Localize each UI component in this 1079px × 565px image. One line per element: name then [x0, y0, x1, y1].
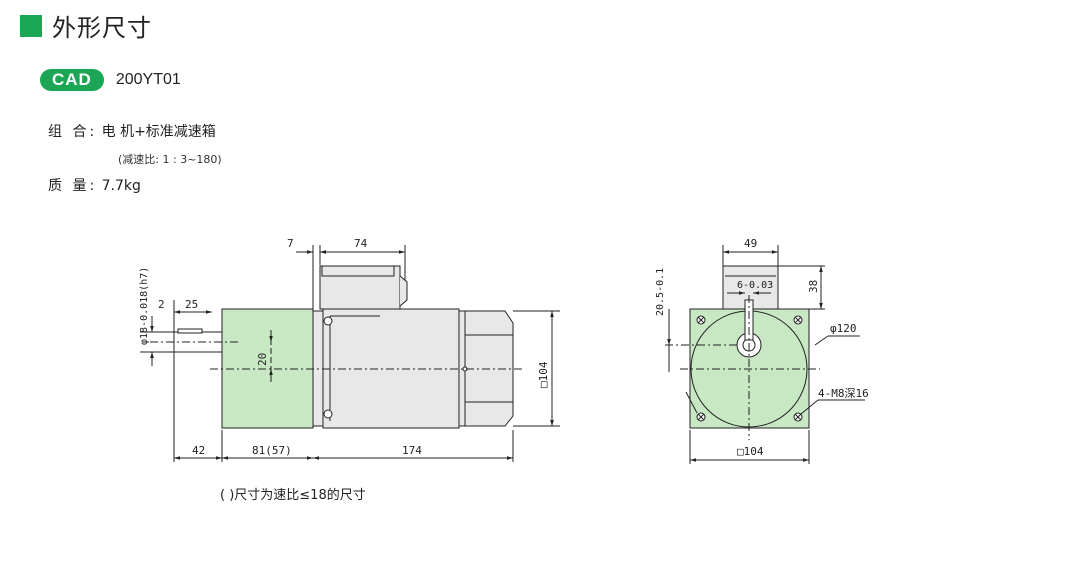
dim-2: 2 — [158, 298, 165, 311]
dim-174: 174 — [402, 444, 422, 457]
ratio-note: (减速比: 1 : 3~180) — [118, 153, 222, 166]
spec-combination: 组 合: 电 机+标准减速箱 — [48, 121, 216, 141]
front-view-labels: 49 6-0.03 38 20.5-0.1 φ120 4-M8深16 □104 — [655, 237, 869, 458]
combination-value: 电 机+标准减速箱 — [101, 124, 216, 140]
dim-20-5: 20.5-0.1 — [655, 268, 666, 316]
side-view-labels: 7 74 2 25 φ18-0.018(h7) 20 □104 42 81(57… — [139, 237, 550, 457]
dim-104-front: □104 — [737, 445, 764, 458]
section-title: 外形尺寸 — [52, 14, 152, 42]
spec-mass: 质 量: 7.7kg — [48, 175, 141, 195]
section-header: 外形尺寸 — [20, 8, 152, 43]
model-number: 200YT01 — [115, 71, 181, 88]
dim-104-side: □104 — [537, 361, 550, 388]
dim-120: φ120 — [830, 322, 857, 335]
dim-42: 42 — [192, 444, 205, 457]
mounting-holes — [696, 315, 803, 422]
mass-label: 质 量: — [48, 178, 98, 194]
dim-key: 6-0.03 — [737, 280, 773, 291]
cad-download-button[interactable]: CAD — [40, 69, 104, 91]
front-view — [665, 245, 865, 464]
dim-49: 49 — [744, 237, 757, 250]
dim-7: 7 — [287, 237, 294, 250]
cad-row: CAD 200YT01 — [40, 69, 181, 91]
dim-20: 20 — [256, 353, 269, 366]
dim-mount-holes: 4-M8深16 — [818, 387, 869, 400]
combination-label: 组 合: — [48, 124, 98, 140]
section-marker-icon — [20, 14, 42, 37]
dim-38: 38 — [807, 280, 820, 293]
dim-74: 74 — [354, 237, 368, 250]
dim-shaft-diameter: φ18-0.018(h7) — [139, 267, 150, 345]
side-view — [140, 245, 560, 462]
shaft-key — [177, 328, 203, 334]
dim-25: 25 — [185, 298, 198, 311]
dim-81: 81(57) — [252, 444, 292, 457]
gearbox-flange — [221, 308, 314, 429]
footnote: ( )尺寸为速比≤18的尺寸 — [220, 488, 366, 503]
mass-value: 7.7kg — [101, 178, 141, 194]
